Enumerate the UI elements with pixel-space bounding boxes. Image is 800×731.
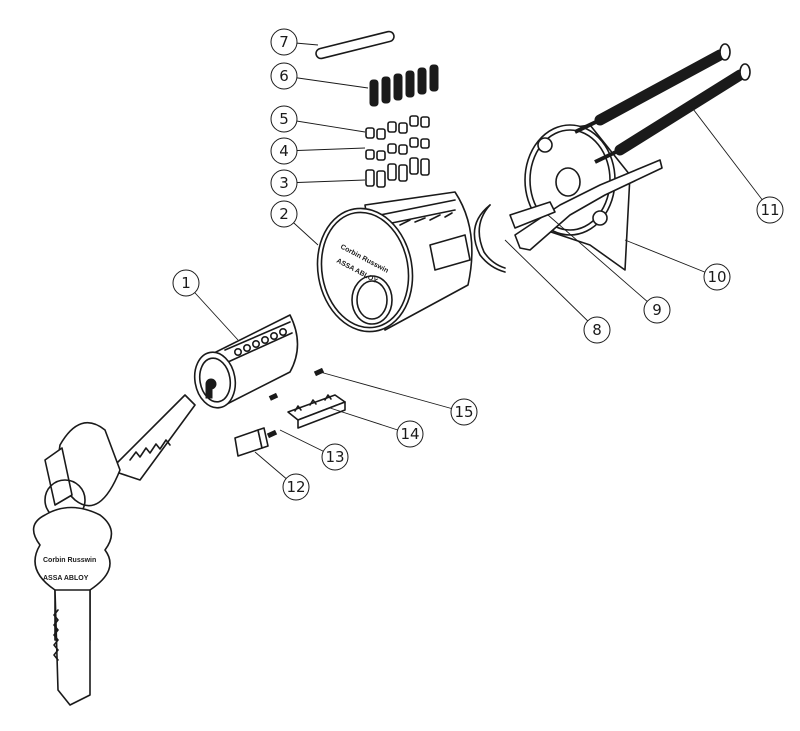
callout-number: 12: [286, 478, 305, 496]
part-9-tailpiece: [509, 159, 663, 251]
key-with-ring: Corbin Russwin ASSA ABLOY: [32, 394, 196, 706]
key-logo-sub: ASSA ABLOY: [43, 575, 89, 582]
leader-line-5: [283, 118, 366, 133]
callout-number: 2: [279, 205, 289, 223]
pin: [376, 170, 386, 188]
pin: [409, 137, 419, 148]
part-15-spring: [313, 367, 325, 377]
pin: [365, 169, 375, 187]
callout-14: 14: [396, 420, 424, 448]
callout-2: 2: [270, 200, 298, 228]
callout-10: 10: [703, 263, 731, 291]
callout-6: 6: [270, 62, 298, 90]
part-14-sidebar: [287, 394, 346, 429]
screw: [594, 49, 726, 126]
callout-number: 6: [279, 67, 289, 85]
pin: [365, 127, 375, 139]
part-13-spring: [266, 392, 279, 439]
pin: [376, 150, 386, 161]
part-2-cylinder-housing: Corbin Russwin ASSA ABLOY: [316, 191, 473, 333]
callout-number: 15: [454, 403, 473, 421]
pin: [387, 163, 397, 181]
callout-13: 13: [321, 443, 349, 471]
spring: [381, 76, 391, 104]
callout-12: 12: [282, 473, 310, 501]
part-12-block: [234, 427, 269, 457]
leader-line-14: [329, 407, 411, 435]
leader-line-11: [689, 104, 771, 211]
callout-number: 11: [760, 201, 779, 219]
callout-11: 11: [756, 196, 784, 224]
callout-5: 5: [270, 105, 298, 133]
leader-line-15: [319, 371, 465, 413]
leader-line-4: [283, 147, 366, 152]
part-8-retaining-ring: [473, 204, 506, 273]
spring: [369, 79, 379, 107]
spring: [417, 67, 427, 95]
pin: [376, 128, 386, 140]
leader-line-10: [624, 239, 718, 278]
callout-number: 3: [279, 174, 289, 192]
spring: [393, 73, 403, 101]
part-11-mounting-screws: [574, 43, 751, 164]
pin: [409, 157, 419, 175]
callout-number: 10: [707, 268, 726, 286]
callout-15: 15: [450, 398, 478, 426]
pin: [398, 144, 408, 155]
callout-number: 14: [400, 425, 419, 443]
leader-line-9: [547, 214, 658, 311]
pin: [387, 121, 397, 133]
callout-9: 9: [643, 296, 671, 324]
callout-number: 8: [592, 321, 602, 339]
pin: [420, 158, 430, 176]
part-3-5-pins: [365, 115, 430, 188]
callout-number: 13: [325, 448, 344, 466]
key-logo: Corbin Russwin: [43, 557, 96, 564]
callout-number: 4: [279, 142, 289, 160]
part-1-plug: [193, 314, 299, 409]
pin: [365, 149, 375, 160]
callout-8: 8: [583, 316, 611, 344]
leader-line-8: [504, 239, 598, 331]
callout-number: 5: [279, 110, 289, 128]
pin: [398, 164, 408, 182]
screw: [614, 69, 746, 156]
pin: [387, 143, 397, 154]
part-7-follower: [315, 30, 395, 60]
callout-3: 3: [270, 169, 298, 197]
callout-number: 9: [652, 301, 662, 319]
spring: [405, 70, 415, 98]
pin: [398, 122, 408, 134]
part-6-springs: [369, 64, 439, 107]
pin: [409, 115, 419, 127]
callout-1: 1: [172, 269, 200, 297]
callout-7: 7: [270, 28, 298, 56]
callout-4: 4: [270, 137, 298, 165]
leader-line-3: [283, 179, 366, 184]
spring: [429, 64, 439, 92]
pin: [420, 116, 430, 128]
pin: [420, 138, 430, 149]
callout-number: 1: [181, 274, 191, 292]
leader-line-6: [283, 75, 369, 89]
callout-number: 7: [279, 33, 289, 51]
